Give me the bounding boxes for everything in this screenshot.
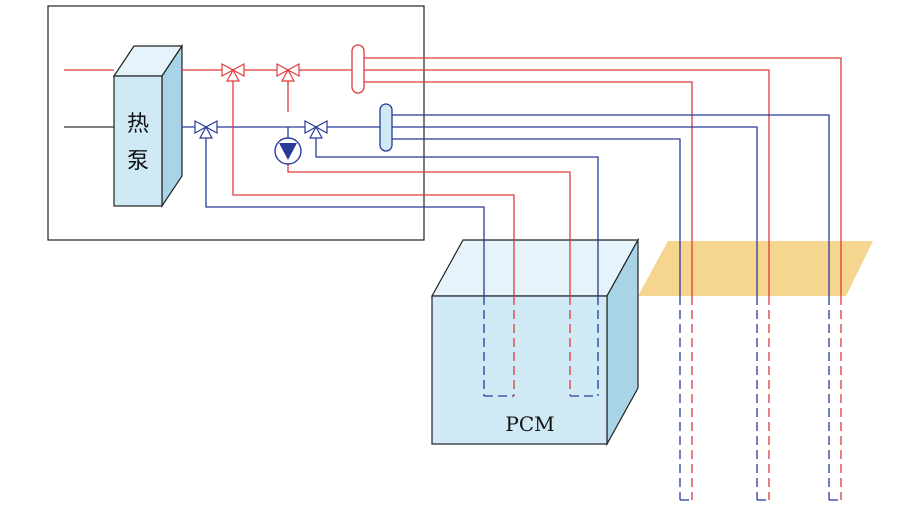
heat-pump-label-2: 泵 xyxy=(127,149,149,174)
return-pipe-bh1 xyxy=(392,114,830,296)
three-way-valve-return-1 xyxy=(194,119,218,139)
heat-pump: 热 泵 xyxy=(112,44,184,208)
return-pipe-pcm-a xyxy=(205,134,485,296)
three-way-valve-supply-2 xyxy=(276,62,300,82)
machine-room-frame xyxy=(47,5,425,241)
pump-arrow-icon xyxy=(279,143,297,160)
pcm-tank-front xyxy=(431,295,608,445)
three-way-valve-supply-1 xyxy=(221,62,245,82)
return-pipes xyxy=(205,114,830,296)
return-pipe-bh3 xyxy=(392,138,681,296)
supply-pipe-bh1 xyxy=(364,57,842,296)
supply-manifold xyxy=(351,44,365,94)
pcm-u-tubes xyxy=(483,296,599,397)
pcm-tank-label: PCM xyxy=(505,412,554,436)
supply-pipe-pcm-c xyxy=(287,164,571,296)
three-way-valve-return-2 xyxy=(304,119,328,139)
return-pipe-pcm-b xyxy=(315,134,599,296)
circulation-pump xyxy=(274,137,302,165)
heat-pump-label-1: 热 xyxy=(127,112,149,137)
supply-pipe-pcm-a xyxy=(232,77,515,296)
pcm-tank-top xyxy=(430,239,640,297)
supply-pipe-bh3 xyxy=(364,81,693,296)
ground-plane xyxy=(638,241,873,296)
supply-pipe-bh2 xyxy=(364,69,770,296)
return-pipe-bh2 xyxy=(392,126,758,296)
borehole-u-tubes xyxy=(679,296,842,501)
return-manifold xyxy=(379,103,393,152)
heat-pump-front xyxy=(113,75,163,207)
pcm-tank: PCM xyxy=(430,237,640,447)
supply-pipes xyxy=(232,57,842,296)
